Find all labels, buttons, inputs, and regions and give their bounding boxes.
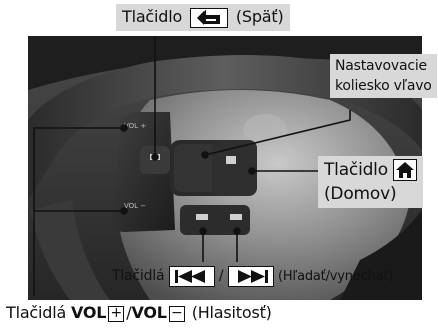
plus-icon: +: [108, 305, 125, 322]
wheel-vol-minus-text: VOL −: [124, 202, 146, 210]
wheel-label-line2: koliesko vľavo: [335, 78, 432, 94]
back-button-callout: Tlačidlo (Späť): [116, 4, 290, 31]
wheel-vol-plus-text: VOL +: [124, 122, 146, 130]
wheel-callout: Nastavovacie koliesko vľavo: [330, 54, 437, 98]
volume-buttons-callout: Tlačidlá VOL+/VOL− (Hlasitosť): [6, 301, 272, 325]
volume-buttons-suffix: (Hlasitosť): [191, 303, 272, 322]
vol-separator: /: [126, 303, 132, 322]
back-button-suffix: (Späť): [235, 7, 284, 26]
vol-up-text: VOL: [70, 303, 107, 322]
back-button-label: Tlačidlo: [122, 7, 183, 26]
wheel-label-line1: Nastavovacie: [335, 58, 427, 74]
seek-buttons-label: Tlačidlá: [112, 268, 165, 284]
seek-separator: /: [218, 268, 224, 284]
vol-down-text: VOL: [131, 303, 167, 322]
seek-buttons-suffix: (Hľadať/vynechať): [277, 269, 394, 284]
skip-forward-icon: [227, 265, 274, 287]
home-button-label: Tlačidlo: [324, 160, 388, 180]
home-icon: [393, 159, 418, 181]
skip-back-icon: [168, 265, 215, 287]
home-button-callout: Tlačidlo (Domov): [318, 156, 424, 208]
home-button-suffix: (Domov): [324, 184, 397, 204]
volume-buttons-label: Tlačidlá: [6, 303, 67, 322]
minus-icon: −: [168, 305, 185, 322]
seek-buttons-callout: Tlačidlá / (Hľadať/vynechať): [112, 265, 393, 287]
back-arrow-icon: [189, 7, 228, 28]
